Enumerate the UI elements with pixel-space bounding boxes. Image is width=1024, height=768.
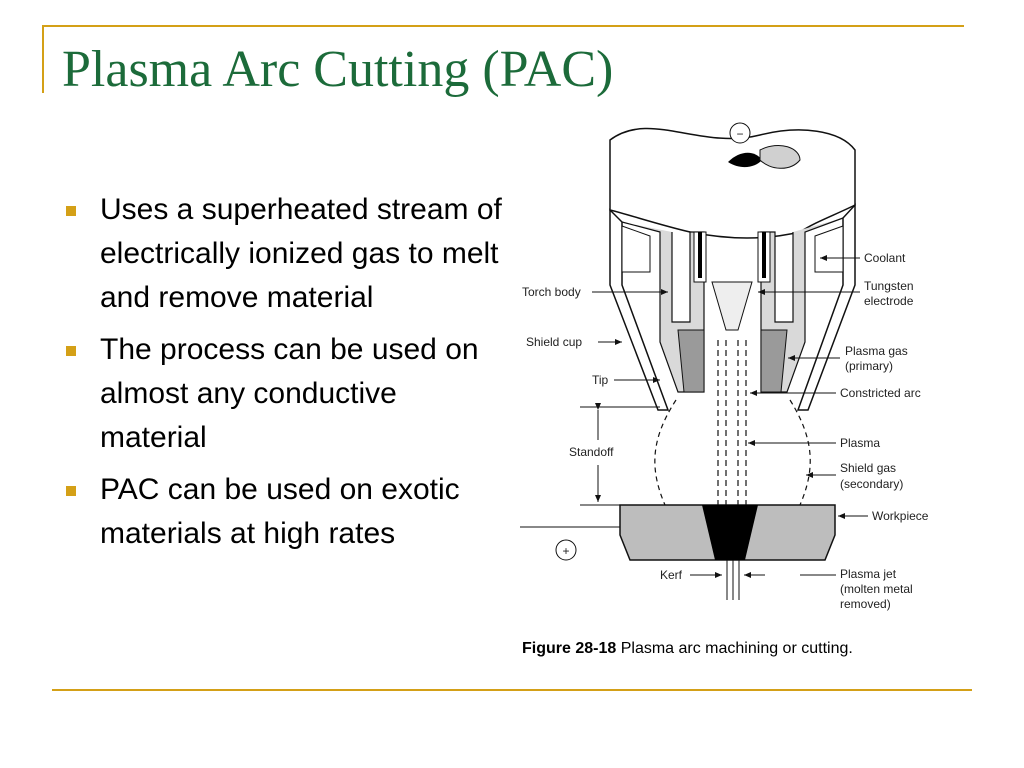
label-plasma-gas-line2: (primary) [845, 359, 893, 373]
positive-terminal-icon [555, 539, 577, 561]
minus-label: − [736, 127, 743, 141]
label-standoff: Standoff [569, 445, 614, 459]
label-shield-gas-line2: (secondary) [840, 477, 903, 491]
title-accent-rule-vertical [42, 25, 44, 93]
label-plasma-jet-line2: (molten metal [840, 582, 913, 596]
bullet-item: Uses a superheated stream of electricall… [60, 188, 510, 320]
label-workpiece: Workpiece [872, 509, 929, 523]
plus-label: + [562, 544, 569, 558]
polarity-markers: − + [555, 122, 751, 561]
caption-figure-number: Figure 28-18 [522, 640, 617, 657]
label-plasma: Plasma [840, 436, 880, 450]
label-constricted-arc: Constricted arc [840, 386, 921, 400]
label-tungsten-line2: electrode [864, 294, 914, 308]
label-tip: Tip [592, 373, 609, 387]
caption-text: Plasma arc machining or cutting. [616, 640, 853, 657]
bullet-text: PAC can be used on exotic materials at h… [100, 473, 460, 550]
label-shield-cup: Shield cup [526, 335, 582, 349]
torch-assembly [609, 127, 856, 411]
figure-caption: Figure 28-18 Plasma arc machining or cut… [522, 640, 853, 658]
bullet-text: Uses a superheated stream of electricall… [100, 193, 502, 314]
standoff-dimension [580, 403, 660, 506]
label-kerf: Kerf [660, 568, 683, 582]
bullet-item: PAC can be used on exotic materials at h… [60, 468, 510, 556]
callout-labels: Coolant Tungsten electrode Torch body Sh… [522, 251, 929, 611]
plasma-stream [654, 340, 811, 510]
label-plasma-jet-line3: removed) [840, 597, 891, 611]
bullet-text: The process can be used on almost any co… [100, 333, 479, 454]
square-bullet-icon [66, 486, 76, 496]
callout-leaders [592, 255, 868, 578]
plasma-torch-diagram: − + Coolant Tungsten electrode Torch bod… [520, 122, 929, 611]
square-bullet-icon [66, 206, 76, 216]
bullet-list: Uses a superheated stream of electricall… [60, 188, 510, 564]
title-accent-rule-top [42, 25, 964, 27]
footer-accent-rule [52, 689, 972, 691]
slide-title: Plasma Arc Cutting (PAC) [62, 41, 614, 98]
workpiece [520, 504, 836, 600]
negative-terminal-icon [729, 122, 751, 144]
label-coolant: Coolant [864, 251, 906, 265]
square-bullet-icon [66, 346, 76, 356]
label-shield-gas-line1: Shield gas [840, 461, 896, 475]
label-tungsten-line1: Tungsten [864, 279, 914, 293]
label-plasma-gas-line1: Plasma gas [845, 344, 908, 358]
bullet-item: The process can be used on almost any co… [60, 328, 510, 460]
label-plasma-jet-line1: Plasma jet [840, 567, 897, 581]
label-torch-body: Torch body [522, 285, 581, 299]
